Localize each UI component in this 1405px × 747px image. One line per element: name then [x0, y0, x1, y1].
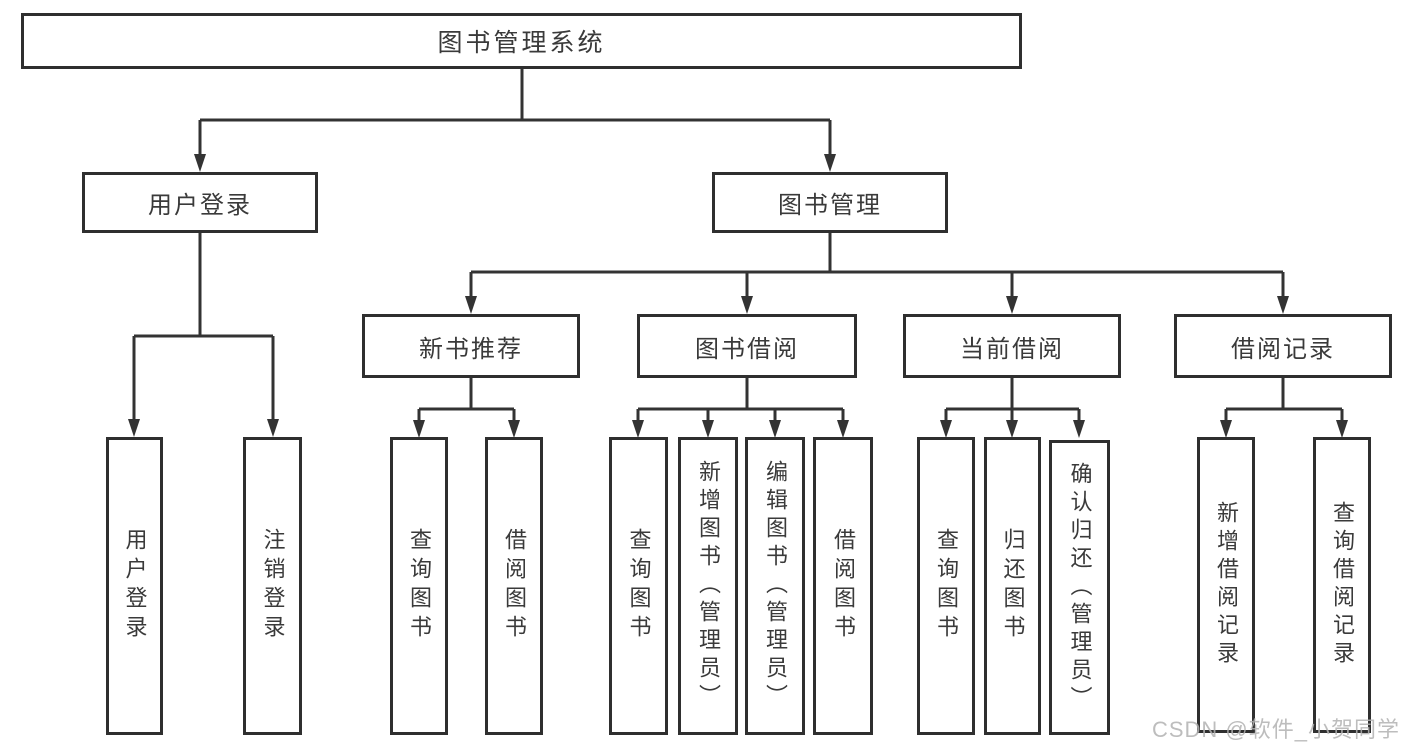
leaf-borrow-book: 借阅图书 — [813, 437, 873, 735]
node-current-borrow: 当前借阅 — [903, 314, 1121, 378]
leaf-borrow-query-book: 查询图书 — [609, 437, 668, 735]
leaf-edit-book-admin: 编辑图书（管理员） — [745, 437, 805, 735]
leaf-current-query-book: 查询图书 — [917, 437, 975, 735]
leaf-add-borrow-record: 新增借阅记录 — [1197, 437, 1255, 733]
leaf-recommend-query-book: 查询图书 — [390, 437, 448, 735]
node-new-book-recommend: 新书推荐 — [362, 314, 580, 378]
node-root-system: 图书管理系统 — [21, 13, 1022, 69]
node-book-borrow: 图书借阅 — [637, 314, 857, 378]
node-user-login: 用户登录 — [82, 172, 318, 233]
leaf-user-login: 用户登录 — [106, 437, 163, 735]
leaf-query-borrow-record: 查询借阅记录 — [1313, 437, 1371, 733]
node-borrow-records: 借阅记录 — [1174, 314, 1392, 378]
leaf-confirm-return-admin: 确认归还（管理员） — [1049, 440, 1110, 735]
node-book-management: 图书管理 — [712, 172, 948, 233]
leaf-logout: 注销登录 — [243, 437, 302, 735]
leaf-add-book-admin: 新增图书（管理员） — [678, 437, 738, 735]
leaf-return-book: 归还图书 — [984, 437, 1041, 735]
leaf-recommend-borrow-book: 借阅图书 — [485, 437, 543, 735]
csdn-watermark: CSDN @软件_小贺同学 — [1151, 717, 1400, 742]
